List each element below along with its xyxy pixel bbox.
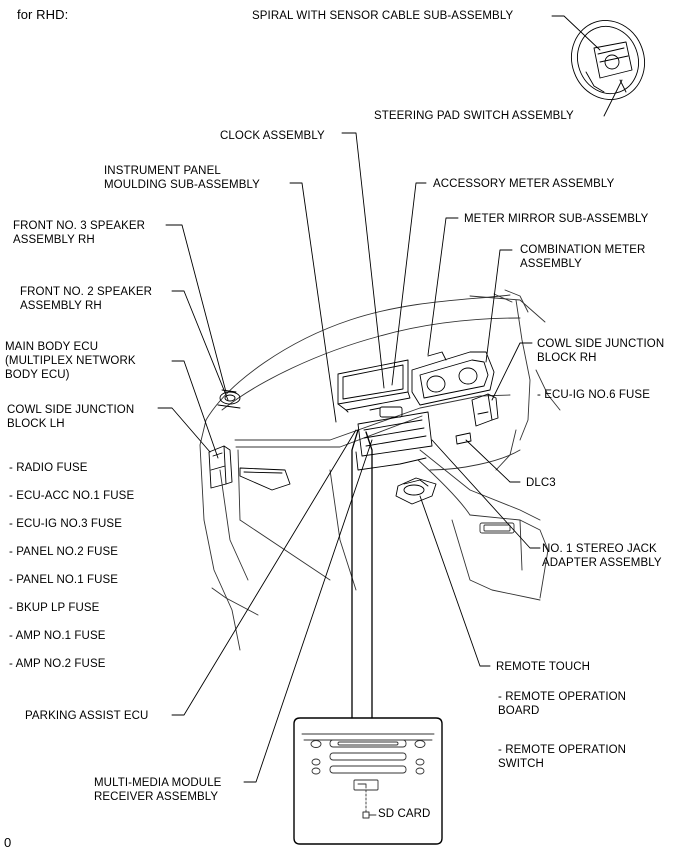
label-ip-moulding-2: MOULDING SUB-ASSEMBLY [104, 179, 260, 191]
label-parking-assist-ecu: PARKING ASSIST ECU [25, 710, 149, 722]
inset-radio-panel [301, 733, 435, 819]
fuse-list-item: - AMP NO.2 FUSE [9, 658, 106, 670]
figure-code: 0 [4, 835, 12, 850]
label-front2-speaker-2: ASSEMBLY RH [20, 300, 102, 312]
steering-wheel [571, 19, 645, 101]
cowl-jb-lh [208, 445, 233, 489]
fuse-list-item: - ECU-ACC NO.1 FUSE [9, 490, 135, 502]
label-meter-mirror: METER MIRROR SUB-ASSEMBLY [464, 213, 649, 225]
label-main-body-ecu-2: (MULTIPLEX NETWORK [5, 355, 136, 367]
label-cowl-jb-lh-2: BLOCK LH [7, 418, 65, 430]
label-cowl-jb-rh-1: COWL SIDE JUNCTION [537, 338, 665, 350]
label-combination-meter-1: COMBINATION METER [520, 244, 646, 256]
fuse-list-item: - BKUP LP FUSE [9, 602, 100, 614]
label-spiral-cable: SPIRAL WITH SENSOR CABLE SUB-ASSEMBLY [252, 10, 514, 22]
fuse-list-item: - AMP NO.1 FUSE [9, 630, 106, 642]
fuse-list-item: - ECU-IG NO.3 FUSE [9, 518, 122, 530]
inset-box [293, 717, 443, 845]
label-remote-touch: REMOTE TOUCH [496, 661, 591, 673]
label-ecu-ig6-fuse: - ECU-IG NO.6 FUSE [537, 389, 650, 401]
label-front3-speaker-1: FRONT NO. 3 SPEAKER [13, 220, 146, 232]
combination-meter [411, 351, 495, 406]
label-cowl-jb-rh-2: BLOCK RH [537, 352, 597, 364]
ecu-rh [471, 393, 499, 427]
label-front2-speaker-1: FRONT NO. 2 SPEAKER [20, 286, 153, 298]
label-cowl-jb-lh-1: COWL SIDE JUNCTION [7, 404, 135, 416]
label-steering-pad: STEERING PAD SWITCH ASSEMBLY [374, 110, 574, 122]
center-cluster [355, 406, 433, 471]
leader-lines [157, 15, 623, 783]
dashboard-outline [199, 289, 561, 651]
label-multimedia-1: MULTI-MEDIA MODULE [94, 777, 222, 789]
fuse-list-item: - RADIO FUSE [9, 462, 88, 474]
label-ip-moulding-1: INSTRUMENT PANEL [104, 165, 221, 177]
fuse-list-item: - PANEL NO.2 FUSE [9, 546, 119, 558]
inset-callout [351, 429, 373, 719]
label-remote-board-1: - REMOTE OPERATION [498, 691, 627, 703]
label-main-body-ecu-1: MAIN BODY ECU [5, 341, 99, 353]
label-main-body-ecu-3: BODY ECU) [5, 369, 70, 381]
dlc3-connector [455, 432, 472, 445]
label-remote-switch-1: - REMOTE OPERATION [498, 744, 627, 756]
label-dlc3: DLC3 [526, 477, 556, 489]
label-remote-switch-2: SWITCH [498, 758, 544, 770]
remote-touch-device [395, 477, 437, 505]
display-unit [337, 359, 411, 413]
label-remote-board-2: BOARD [498, 705, 540, 717]
label-clock: CLOCK ASSEMBLY [220, 130, 325, 142]
label-multimedia-2: RECEIVER ASSEMBLY [94, 791, 219, 803]
label-front3-speaker-2: ASSEMBLY RH [13, 234, 95, 246]
glove-box [239, 467, 291, 491]
label-stereo-jack-2: ADAPTER ASSEMBLY [542, 557, 662, 569]
label-stereo-jack-1: NO. 1 STEREO JACK [542, 543, 657, 555]
fuse-list-item: - PANEL NO.1 FUSE [9, 574, 119, 586]
label-combination-meter-2: ASSEMBLY [520, 258, 582, 270]
label-accessory-meter: ACCESSORY METER ASSEMBLY [433, 178, 615, 190]
diagram-header: for RHD: [17, 7, 69, 22]
label-sd-card: SD CARD [378, 808, 431, 820]
